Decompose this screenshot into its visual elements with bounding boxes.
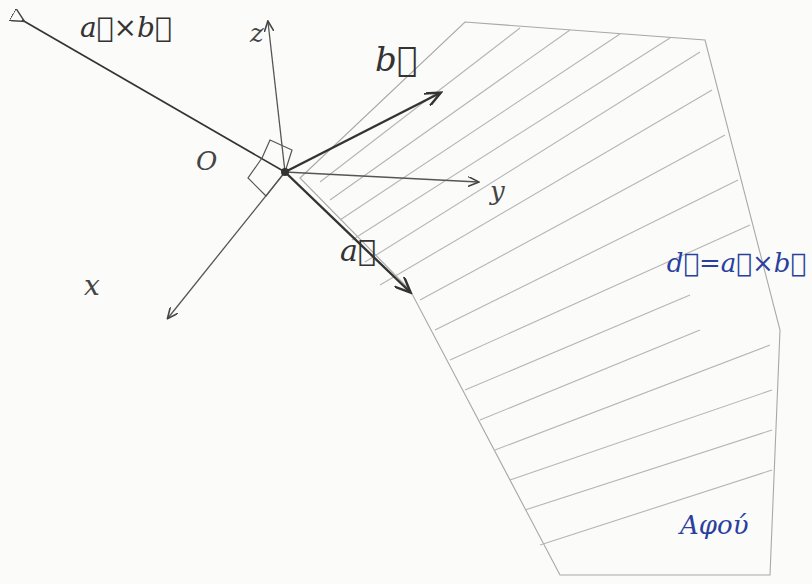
axis-label: x — [84, 272, 100, 300]
axis-label: y — [490, 178, 505, 204]
axis-label: z — [250, 20, 264, 46]
vector-label: a⃗ — [340, 236, 376, 266]
vector-label: a⃗×b⃗ — [80, 14, 172, 42]
origin-dot — [281, 168, 289, 176]
vectors — [22, 20, 440, 292]
plane-hatching — [300, 22, 780, 575]
note-label: d⃗=a⃗×b⃗ — [667, 250, 806, 276]
coordinate-axes — [168, 22, 478, 318]
vector-label: b⃗ — [375, 42, 417, 76]
right-angle-marks — [248, 140, 292, 196]
note-label: Αφού — [680, 512, 748, 538]
origin-label: O — [196, 148, 217, 174]
